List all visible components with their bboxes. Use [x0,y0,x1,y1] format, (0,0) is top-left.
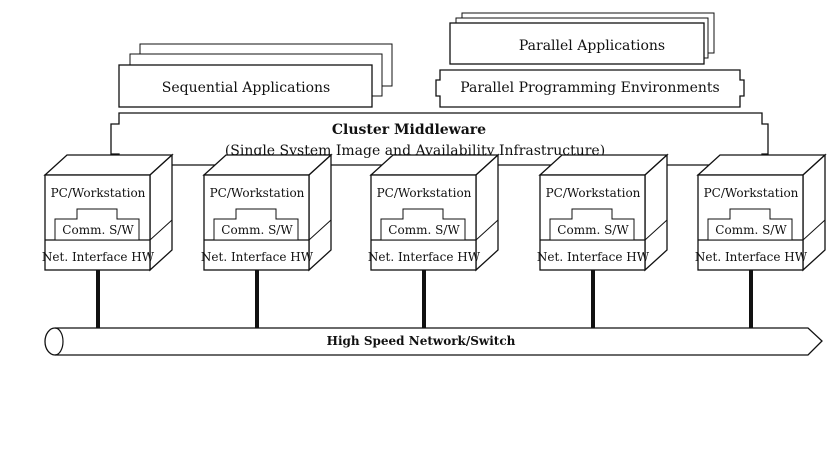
comm-sw-label: Comm. S/W [388,223,460,237]
parallel-programming-environments-box: Parallel Programming Environments [435,69,745,108]
net-interface-label: Net. Interface HW [368,250,481,264]
network-label: High Speed Network/Switch [327,334,516,348]
comm-sw-label: Comm. S/W [221,223,293,237]
workstation-node-5: PC/Workstation Comm. S/W Net. Interface … [695,153,827,329]
pc-workstation-label: PC/Workstation [704,186,799,200]
parallel-applications-label: Parallel Applications [519,38,665,54]
sequential-applications-stack: Sequential Applications [118,43,393,108]
pc-workstation-label: PC/Workstation [210,186,305,200]
cluster-middleware-box: Cluster Middleware (Single System Image … [110,112,769,166]
comm-sw-label: Comm. S/W [557,223,629,237]
pc-workstation-label: PC/Workstation [546,186,641,200]
pc-workstation-label: PC/Workstation [377,186,472,200]
net-interface-label: Net. Interface HW [537,250,650,264]
comm-sw-label: Comm. S/W [62,223,134,237]
workstation-node-3: PC/Workstation Comm. S/W Net. Interface … [368,153,500,329]
workstation-node-4: PC/Workstation Comm. S/W Net. Interface … [537,153,669,329]
sequential-applications-label: Sequential Applications [162,80,330,96]
net-interface-label: Net. Interface HW [695,250,808,264]
workstation-node-1: PC/Workstation Comm. S/W Net. Interface … [42,153,174,329]
comm-sw-label: Comm. S/W [715,223,787,237]
high-speed-network-pipe: High Speed Network/Switch [44,327,823,356]
net-interface-label: Net. Interface HW [201,250,314,264]
parallel-applications-stack: Parallel Applications [449,12,715,65]
pc-workstation-label: PC/Workstation [51,186,146,200]
workstation-node-2: PC/Workstation Comm. S/W Net. Interface … [201,153,333,329]
net-interface-label: Net. Interface HW [42,250,155,264]
parallel-programming-environments-label: Parallel Programming Environments [460,80,720,96]
cluster-middleware-title: Cluster Middleware [332,122,486,138]
